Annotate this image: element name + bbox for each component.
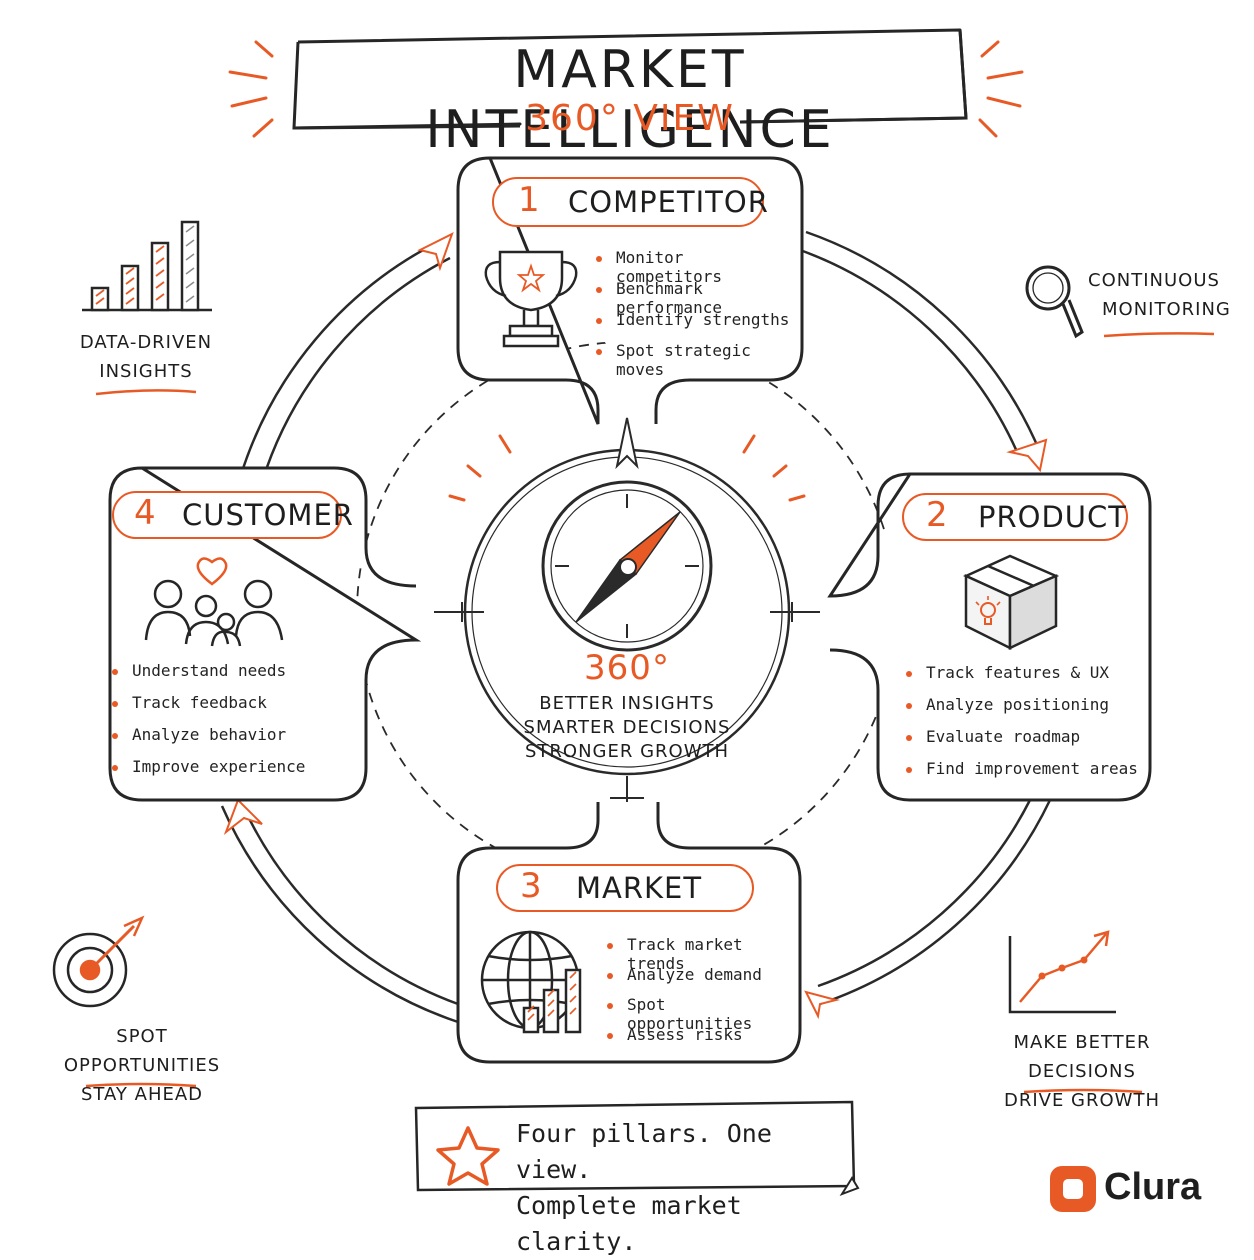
market-label: MARKET <box>576 871 703 905</box>
list-item: Evaluate roadmap <box>904 727 1140 759</box>
list-item: Analyze positioning <box>904 695 1140 727</box>
list-item: Spot opportunities <box>605 995 795 1033</box>
top-right-note-line-2: MONITORING <box>1102 299 1231 320</box>
footer-text: Four pillars. One view. Complete market … <box>516 1116 846 1260</box>
trophy-icon <box>484 250 578 348</box>
magnifier-icon <box>1025 265 1084 339</box>
box-lightbulb-icon <box>962 554 1060 651</box>
center-line-1: BETTER INSIGHTS <box>539 693 715 714</box>
product-header: 2 PRODUCT <box>924 495 1127 540</box>
globe-bar-chart-icon <box>480 930 582 1034</box>
product-pill <box>902 493 1128 541</box>
center-line-3: STRONGER GROWTH <box>524 741 730 762</box>
list-item: Find improvement areas <box>904 759 1140 791</box>
list-item: Track market trends <box>605 935 795 973</box>
bottom-right-underline <box>1023 1088 1143 1094</box>
list-item: Spot strategic moves <box>594 341 799 379</box>
list-item: Track features & UX <box>904 663 1140 695</box>
bottom-left-note-line-1: SPOT OPPORTUNITIES <box>63 1026 221 1076</box>
top-left-underline <box>95 389 197 396</box>
list-item: Assess risks <box>605 1025 795 1055</box>
list-item: Monitor competitors <box>594 248 799 286</box>
customer-header: 4 CUSTOMER <box>134 493 353 538</box>
bottom-left-underline <box>85 1082 197 1088</box>
competitor-header: 1 COMPETITOR <box>516 180 768 224</box>
top-right-note-line-1: CONTINUOUS <box>1088 270 1220 291</box>
market-header: 3 MARKET <box>518 866 748 911</box>
title-burst-icon <box>228 40 1024 138</box>
customer-list: Understand needs Track feedback Analyze … <box>110 661 360 789</box>
customer-pill <box>112 491 342 539</box>
customer-box <box>108 466 422 802</box>
bottom-left-note-line-2: STAY AHEAD <box>80 1084 204 1105</box>
bar-chart-icon <box>82 220 212 312</box>
clura-logo-icon <box>1050 1166 1096 1212</box>
list-item: Benchmark performance <box>594 279 799 317</box>
bottom-right-note: MAKE BETTER DECISIONS DRIVE GROWTH <box>962 1028 1202 1115</box>
center-360-label: 360° <box>584 648 670 688</box>
target-arrow-icon <box>52 915 145 1008</box>
list-item: Analyze behavior <box>110 725 360 757</box>
market-number: 3 <box>520 866 542 906</box>
top-right-underline <box>1103 332 1215 338</box>
list-item: Analyze demand <box>605 965 795 995</box>
bottom-right-note-line-2: DRIVE GROWTH <box>1003 1090 1161 1111</box>
page-title: MARKET INTELLIGENCE <box>425 40 835 160</box>
people-heart-icon <box>144 557 284 647</box>
customer-number: 4 <box>134 493 156 533</box>
top-left-note: DATA-DRIVEN INSIGHTS <box>56 328 236 386</box>
top-right-note: CONTINUOUS MONITORING <box>1082 266 1232 324</box>
list-item: Track feedback <box>110 693 360 725</box>
north-pointer-icon <box>615 417 639 470</box>
crosshair-ticks <box>434 602 820 820</box>
flow-arrowheads <box>223 231 1048 1020</box>
list-item: Understand needs <box>110 661 360 693</box>
list-item: Improve experience <box>110 757 360 789</box>
competitor-pill <box>492 177 764 227</box>
footer-line-1: Four pillars. One view. <box>516 1119 772 1184</box>
growth-line-chart-icon <box>1008 930 1116 1014</box>
brand-name: Clura <box>1104 1166 1202 1208</box>
top-left-note-line-1: DATA-DRIVEN <box>79 332 213 353</box>
market-pill <box>496 864 754 912</box>
product-list: Track features & UX Analyze positioning … <box>904 663 1140 791</box>
bottom-right-note-line-1: MAKE BETTER DECISIONS <box>1013 1032 1151 1082</box>
list-item: Identify strengths <box>594 310 799 341</box>
competitor-list: Monitor competitors Benchmark performanc… <box>594 248 799 379</box>
customer-label: CUSTOMER <box>182 498 354 532</box>
footer-line-2: Complete market clarity. <box>516 1191 742 1256</box>
bottom-left-note: SPOT OPPORTUNITIES STAY AHEAD <box>36 1022 248 1109</box>
competitor-number: 1 <box>518 180 540 220</box>
center-line-2: SMARTER DECISIONS <box>523 717 731 738</box>
compass-icon <box>541 480 713 652</box>
flow-ring <box>220 230 1052 1024</box>
product-label: PRODUCT <box>978 500 1127 534</box>
market-list: Track market trends Analyze demand Spot … <box>605 935 795 1055</box>
center-tagline: BETTER INSIGHTS SMARTER DECISIONS STRONG… <box>507 692 747 764</box>
page-subtitle: 360° VIEW <box>525 98 735 139</box>
center-rays-icon <box>448 434 806 502</box>
top-left-note-line-2: INSIGHTS <box>99 361 193 382</box>
competitor-label: COMPETITOR <box>568 185 769 219</box>
product-number: 2 <box>926 495 948 535</box>
star-icon <box>436 1126 500 1186</box>
